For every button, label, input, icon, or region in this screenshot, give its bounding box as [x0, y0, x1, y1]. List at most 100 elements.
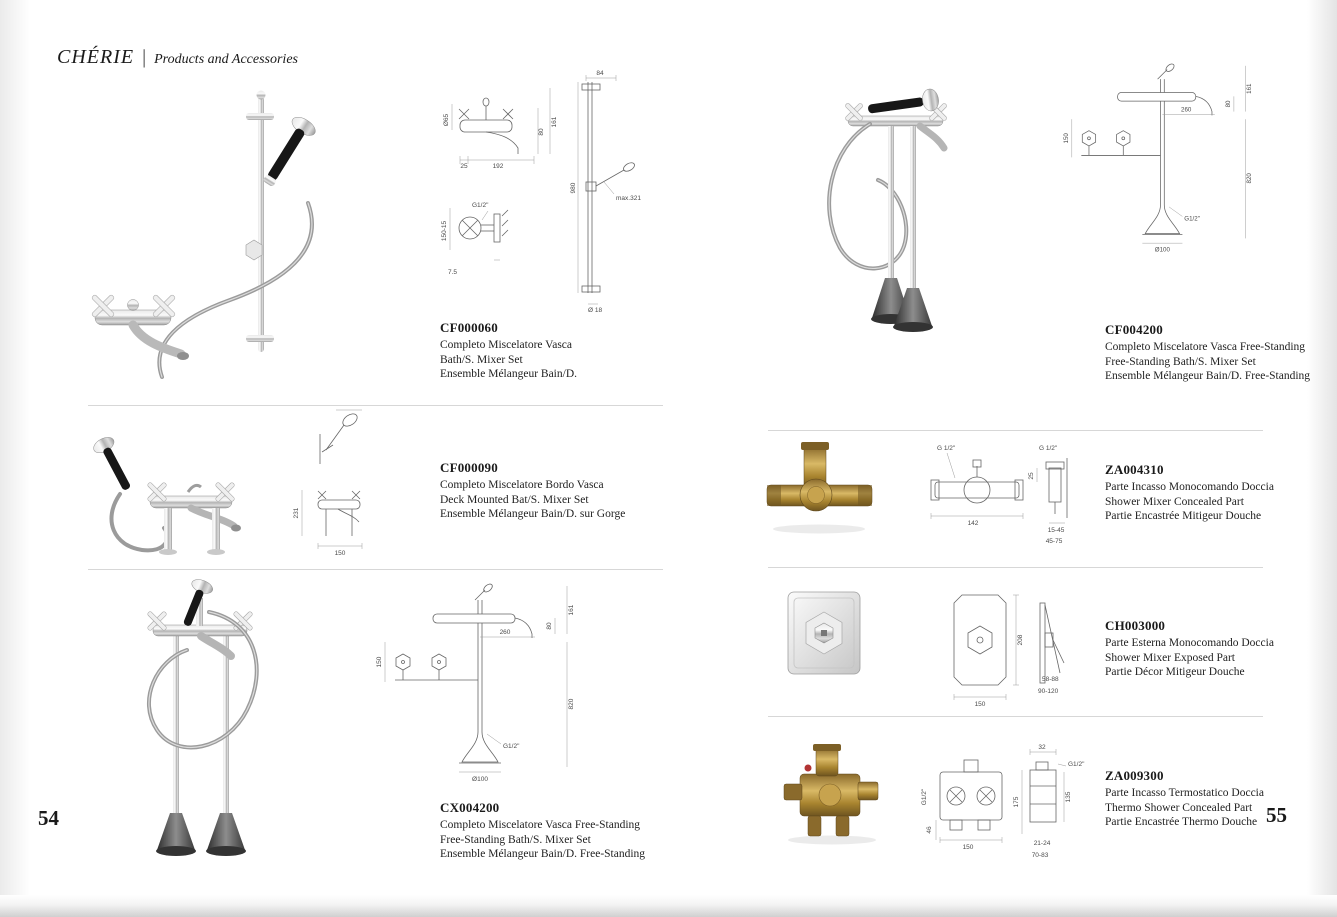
product-photo-cf004200 [827, 88, 948, 332]
dim-label: 90-120 [1038, 688, 1059, 695]
freestanding-outline [395, 583, 533, 764]
divider-left-2 [88, 569, 663, 570]
dim-label: max.321 [616, 195, 641, 202]
freestanding-dim-lines [384, 586, 568, 773]
plate-front-view [953, 594, 1007, 686]
dim-label: 260 [500, 629, 511, 636]
dim-label: 150-15 [441, 221, 448, 242]
dim-label: 45-75 [1046, 538, 1063, 545]
standpipes [871, 126, 933, 332]
catalog-header: CHÉRIE | Products and Accessories [57, 46, 298, 69]
dim-label: Ø65 [443, 113, 450, 126]
product-desc-en: Free-Standing Bath/S. Mixer Set [1105, 355, 1256, 368]
dim-label: 46 [926, 826, 933, 834]
rail-view [581, 82, 635, 293]
product-info-za004310: ZA004310 Parte Incasso Monocomando Docci… [1105, 462, 1337, 524]
handshower [93, 437, 131, 490]
dim-label: 175 [1013, 796, 1020, 807]
tech-drawing-ch003000: 208 150 58-88 90-120 [953, 594, 1065, 708]
divider-right-3 [768, 716, 1263, 717]
product-photo-za009300 [783, 744, 879, 845]
product-desc-fr: Ensemble Mélangeur Bain/D. [440, 368, 578, 381]
plate-dim-lines [953, 594, 1019, 700]
dim-label: Ø 18 [588, 307, 602, 314]
chrome-plate [787, 591, 861, 675]
dim-label: 7.5 [448, 269, 457, 276]
freestanding-outline [1081, 63, 1213, 235]
valve-side-view [458, 209, 509, 243]
page-edge-left [0, 0, 30, 917]
product-code: CH003000 [1105, 618, 1166, 633]
shower-hose-highlight [828, 123, 907, 270]
page-edge-right [1307, 0, 1337, 917]
thermo-side-dim-lines [1021, 749, 1067, 834]
divider-right-1 [768, 430, 1263, 431]
dim-label: 84 [596, 70, 604, 77]
handshower-bracket-view [319, 413, 358, 464]
shower-hose [827, 122, 909, 271]
tech-drawing-cf000090: 231 150 [293, 409, 363, 557]
dim-label: 80 [546, 622, 553, 630]
page-number-left: 54 [38, 806, 59, 830]
product-info-cf004200: CF004200 Completo Miscelatore Vasca Free… [1105, 322, 1337, 384]
product-desc-en: Shower Mixer Concealed Part [1105, 495, 1244, 508]
dim-label: 820 [1246, 173, 1253, 184]
brass-thermo-body [783, 744, 879, 837]
product-info-za009300: ZA009300 Parte Incasso Termostatico Docc… [1105, 768, 1337, 830]
product-desc-fr: Partie Encastrée Mitigeur Douche [1105, 510, 1262, 523]
product-desc-it: Parte Esterna Monocomando Doccia [1105, 637, 1274, 649]
dim-label: 135 [1065, 791, 1072, 802]
handshower [263, 116, 316, 187]
product-photo-ch003000 [787, 591, 861, 675]
wall-mixer [91, 294, 189, 360]
product-desc-it: Completo Miscelatore Vasca Free-Standing [1105, 341, 1306, 353]
dim-label: 820 [568, 698, 575, 709]
product-desc-it: Completo Miscelatore Vasca [440, 339, 573, 351]
page-number-right: 55 [1266, 803, 1287, 827]
product-desc-fr: Ensemble Mélangeur Bain/D. Free-Standing [440, 848, 646, 861]
dim-label: G1/2" [921, 788, 928, 805]
shower-hose-highlight [148, 611, 258, 748]
valve-section-dim-lines [1036, 468, 1065, 524]
product-info-cf000090: CF000090 Completo Miscelatore Bordo Vasc… [440, 460, 675, 522]
dim-label: 25 [1028, 472, 1035, 480]
dim-label: 15-45 [1048, 527, 1065, 534]
product-code: CX004200 [440, 800, 500, 815]
dim-label: 80 [538, 128, 545, 136]
standpipes [156, 633, 246, 856]
mixer-top [147, 579, 253, 660]
dim-label: G1/2" [1184, 215, 1200, 222]
product-desc-it: Parte Incasso Termostatico Doccia [1105, 787, 1264, 799]
tech-drawing-cx004200: 161 260 80 150 820 G1/2" Ø100 [376, 583, 575, 783]
dim-label: 150 [1063, 133, 1070, 144]
freestanding-dim-lines [1071, 65, 1246, 244]
product-desc-en: Shower Mixer Exposed Part [1105, 651, 1235, 664]
thermo-side-view [1029, 761, 1057, 823]
dim-label: 25 [460, 163, 468, 170]
dim-label: 150 [963, 844, 974, 851]
product-info-ch003000: CH003000 Parte Esterna Monocomando Docci… [1105, 618, 1337, 680]
plate-side-view [1039, 602, 1065, 684]
product-desc-en: Thermo Shower Concealed Part [1105, 801, 1253, 814]
tech-drawing-za009300: G1/2" 150 46 32 G1/2" 175 135 21-24 70-8… [921, 744, 1085, 859]
dim-label: 32 [1038, 744, 1046, 751]
product-photo-za004310 [766, 442, 873, 534]
product-desc-it: Completo Miscelatore Vasca Free-Standing [440, 819, 641, 831]
product-code: ZA009300 [1105, 768, 1164, 783]
header-subtitle: Products and Accessories [154, 52, 298, 67]
product-desc-en: Free-Standing Bath/S. Mixer Set [440, 833, 591, 846]
valve-section-view [1045, 458, 1068, 518]
brass-valve-body [766, 442, 873, 512]
thermo-front-dim-lines [935, 820, 1003, 843]
brand-title: CHÉRIE [57, 46, 135, 68]
product-desc-it: Completo Miscelatore Bordo Vasca [440, 479, 604, 491]
photo-shadow [788, 835, 876, 845]
dim-label: 142 [968, 520, 979, 527]
dim-label: Ø100 [472, 776, 488, 783]
deck-mixer-dim-lines [301, 490, 363, 549]
header-separator: | [142, 46, 147, 68]
valve-plan-dim-lines [930, 452, 1024, 519]
dim-label: 161 [1246, 83, 1253, 94]
dim-label: 21-24 [1034, 840, 1051, 847]
dim-label: G 1/2" [937, 445, 956, 452]
